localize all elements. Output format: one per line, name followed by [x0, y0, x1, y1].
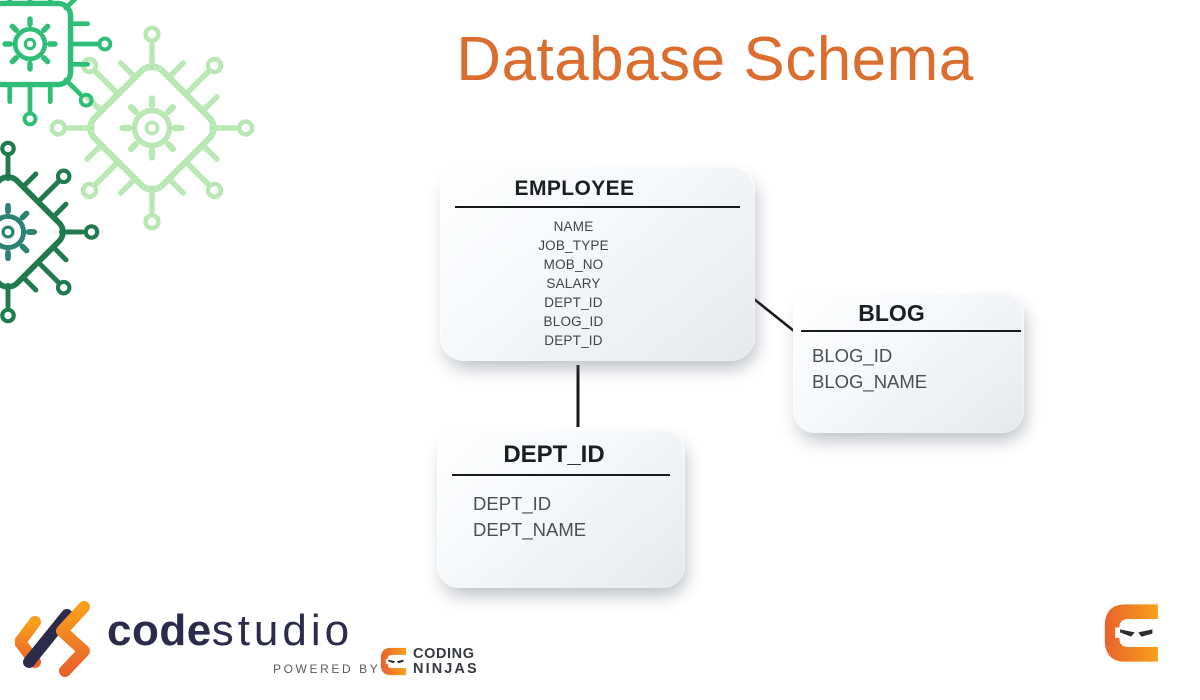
- entity-field: DEPT_ID: [544, 333, 603, 348]
- ninja-c-icon: [1104, 604, 1164, 662]
- brand-code-label: code: [107, 606, 212, 655]
- page-title: Database Schema: [456, 25, 974, 94]
- brand-codestudio: codestudio: [107, 609, 353, 653]
- entity-fields: DEPT_ID DEPT_NAME: [437, 491, 685, 543]
- entity-divider: [801, 330, 1021, 332]
- entity-dept-id: DEPT_ID DEPT_ID DEPT_NAME: [437, 428, 685, 588]
- entity-field: DEPT_ID: [544, 295, 603, 310]
- entity-fields: NAME JOB_TYPE MOB_NO SALARY DEPT_ID BLOG_ID DE…: [416, 217, 731, 350]
- entity-field: BLOG_ID: [812, 345, 893, 366]
- entity-field: DEPT_NAME: [473, 519, 587, 540]
- entity-blog: BLOG BLOG_ID BLOG_NAME: [793, 291, 1024, 433]
- brand-studio-label: studio: [211, 606, 354, 655]
- gear-icon: [5, 19, 55, 69]
- code-brackets-icon: [15, 601, 90, 677]
- entity-title: EMPLOYEE: [514, 177, 635, 200]
- entity-field: BLOG_ID: [543, 314, 604, 329]
- entity-field: NAME: [553, 219, 594, 234]
- entity-title: DEPT_ID: [503, 441, 605, 468]
- entity-field: BLOG_NAME: [812, 371, 928, 392]
- coding-label: CODING: [413, 646, 475, 662]
- powered-by-label: POWERED BY: [273, 662, 381, 676]
- entity-field: SALARY: [546, 276, 601, 291]
- entity-title: BLOG: [858, 300, 925, 326]
- entity-divider: [455, 206, 740, 208]
- entity-field: JOB_TYPE: [538, 238, 609, 253]
- entity-divider: [452, 474, 670, 476]
- entity-employee: EMPLOYEE NAME JOB_TYPE MOB_NO SALARY DEPT_ID…: [440, 165, 755, 361]
- entity-fields: BLOG_ID BLOG_NAME: [793, 343, 1024, 395]
- coding-ninjas-wordmark: CODING NINJAS: [413, 647, 479, 677]
- gear-icon: [110, 86, 193, 169]
- ninja-c-icon: [380, 647, 409, 676]
- ninjas-label: NINJAS: [413, 661, 479, 677]
- entity-field: DEPT_ID: [473, 493, 552, 514]
- circuit-decoration: [0, 0, 280, 330]
- entity-field: MOB_NO: [543, 257, 604, 272]
